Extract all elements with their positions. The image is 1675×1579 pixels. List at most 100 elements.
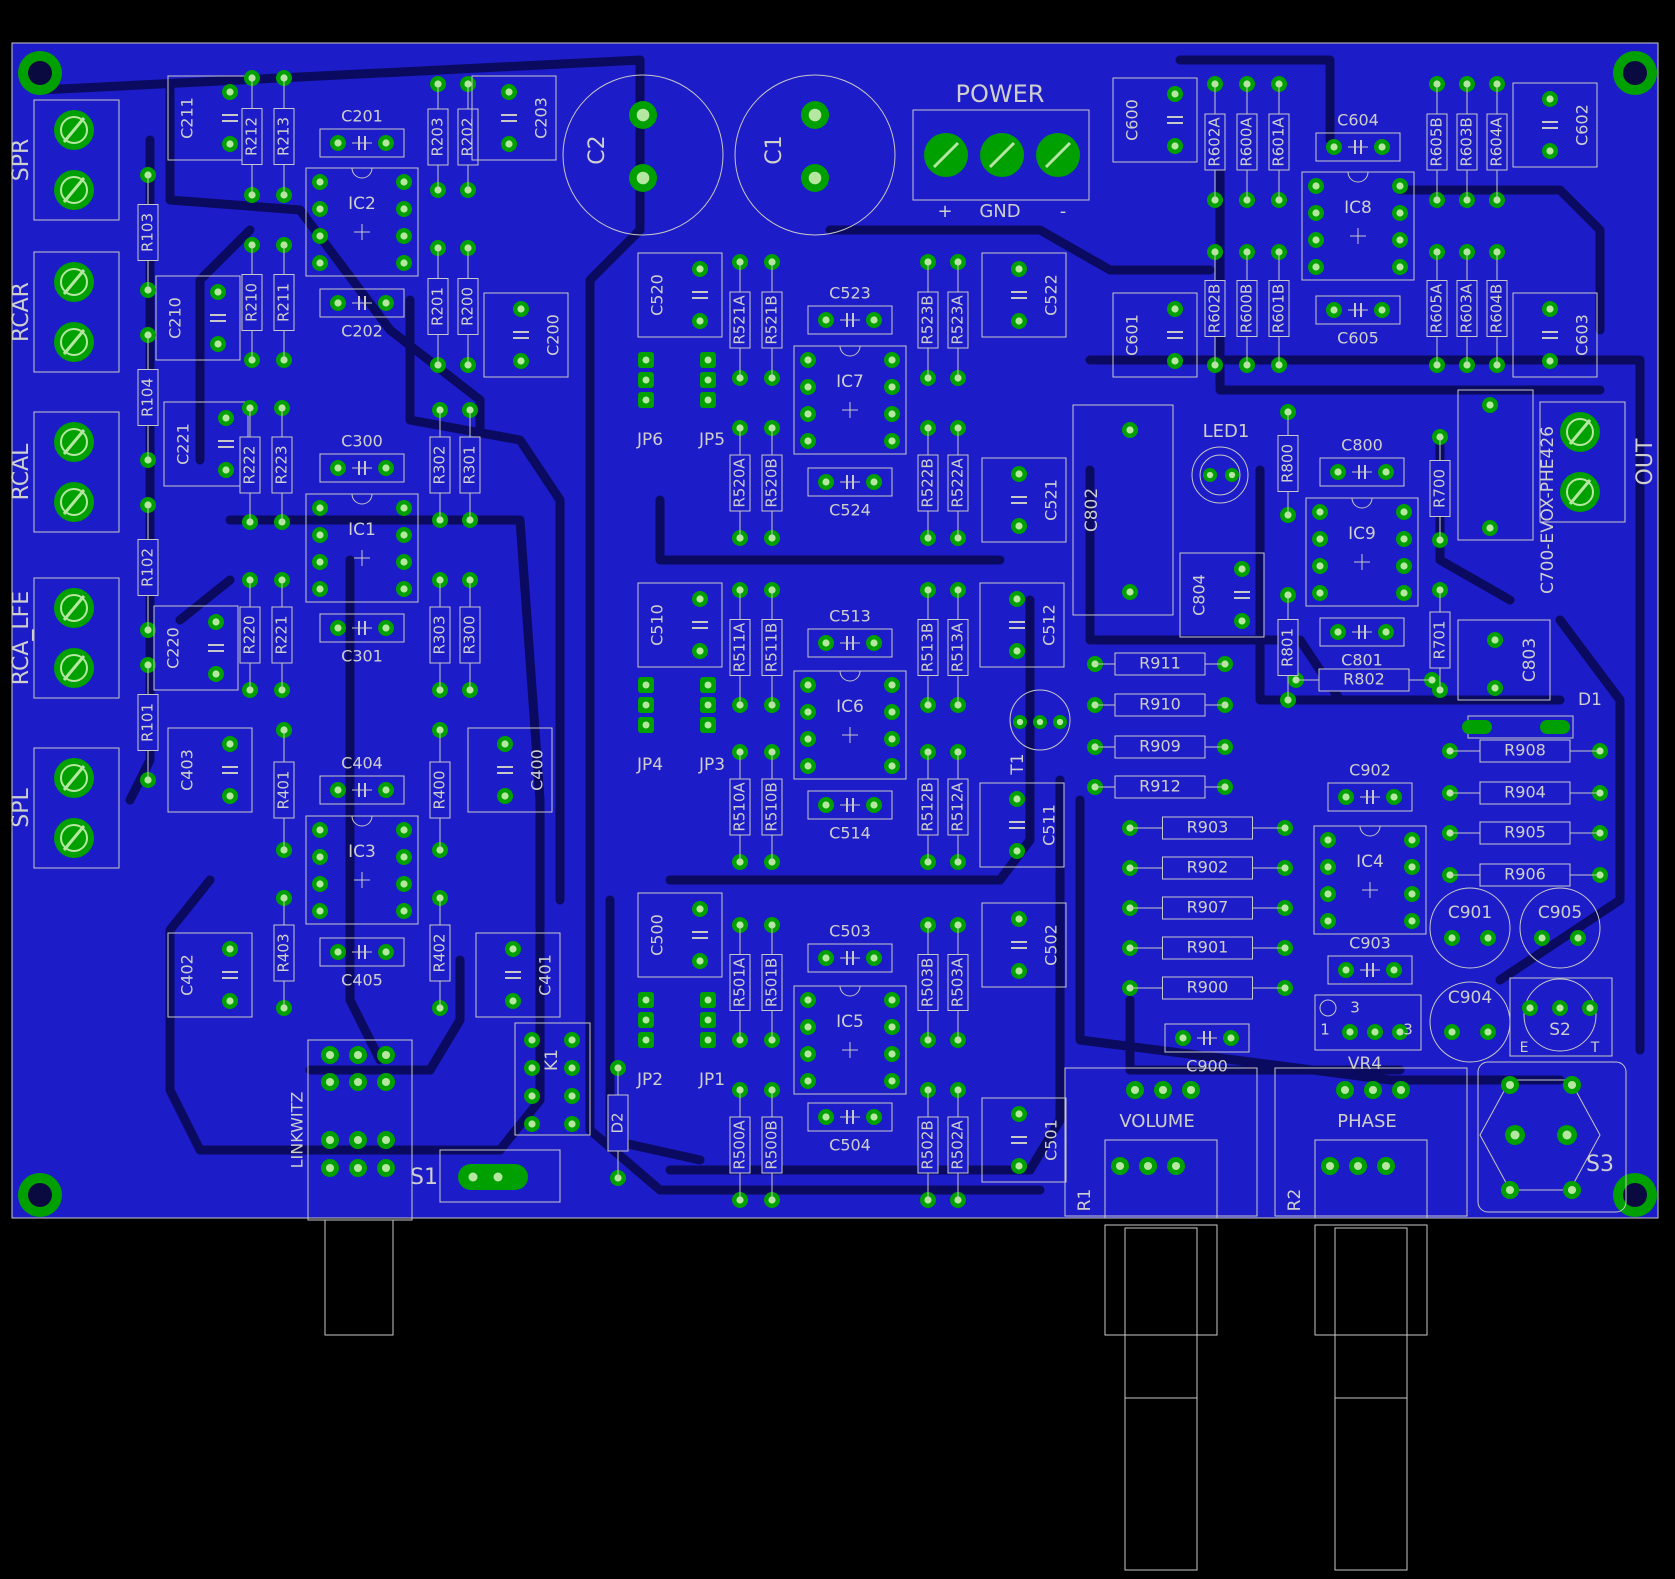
resistor-label: R903 [1187, 818, 1229, 837]
drill-hole [334, 624, 342, 632]
capacitor-outline [981, 252, 1067, 338]
drill-hole [353, 1050, 363, 1060]
drill-hole [804, 708, 812, 716]
resistor-label: R911 [1139, 654, 1181, 673]
drill-hole [1546, 357, 1554, 365]
capacitor-label: C503 [829, 922, 871, 941]
drill-hole [517, 305, 525, 313]
ic-label: IC8 [1344, 198, 1372, 218]
capacitor-label: C800 [1341, 436, 1383, 455]
resistor-label: R202 [459, 117, 477, 156]
drill-hole [822, 1113, 830, 1121]
resistor-body [241, 108, 263, 165]
resistor-label: R400 [431, 770, 449, 809]
drill-hole [1238, 617, 1246, 625]
capacitor-label: C501 [1042, 1119, 1061, 1161]
drill-hole [696, 317, 704, 325]
vr4-trim-icon [1319, 999, 1337, 1017]
resistor-label: R101 [139, 703, 157, 742]
resistor-label: R900 [1187, 978, 1229, 997]
resistor-label: R904 [1504, 783, 1546, 802]
drill-hole [1238, 565, 1246, 573]
resistor-body [1268, 280, 1290, 337]
drill-hole [1342, 793, 1350, 801]
capacitor-label: C905 [1538, 903, 1582, 923]
resistor-label: R221 [273, 615, 291, 654]
resistor-label: R906 [1504, 865, 1546, 884]
drill-hole [1448, 934, 1456, 942]
resistor-body [273, 274, 295, 331]
capacitor-label: C201 [341, 107, 383, 126]
drill-hole [1171, 305, 1179, 313]
s3-outline [1477, 1061, 1627, 1213]
ic-notch [839, 345, 861, 357]
terminal-screw-slot [62, 655, 86, 681]
resistor-body [729, 1116, 751, 1174]
resistor-label: R912 [1139, 777, 1181, 796]
drill-hole [400, 205, 408, 213]
drill-hole [1171, 1161, 1181, 1171]
drill-hole [1396, 182, 1404, 190]
t1-outline [1009, 689, 1071, 751]
pot-body [1314, 1139, 1428, 1219]
resistor-body [271, 436, 293, 494]
ic-label: IC4 [1356, 852, 1384, 872]
drill-hole [888, 356, 896, 364]
pot-shaft [1334, 1334, 1408, 1571]
drill-hole [696, 647, 704, 655]
resistor-label: R502A [949, 1120, 967, 1170]
relay-label: K1 [542, 1049, 562, 1071]
component-layer [18, 51, 1657, 1571]
c700-outline [1457, 389, 1534, 541]
drill-hole [1408, 863, 1416, 871]
resistor-label: R302 [431, 445, 449, 484]
drill-hole [804, 410, 812, 418]
ic-outline [793, 670, 907, 780]
ic-notch [351, 815, 373, 827]
capacitor-label: C514 [829, 824, 871, 843]
drill-hole [1015, 1162, 1023, 1170]
drill-hole [1013, 847, 1021, 855]
drill-hole [808, 171, 822, 185]
drill-hole [226, 140, 234, 148]
pot-shaft-base [1314, 1224, 1428, 1336]
resistor-label: R200 [459, 287, 477, 326]
drill-hole [400, 259, 408, 267]
capacitor-outline [1319, 617, 1405, 647]
resistor-body [1479, 821, 1571, 845]
drill-hole [1400, 562, 1408, 570]
resistor-body [729, 778, 751, 836]
resistor-body [1114, 693, 1206, 717]
ic-outline [305, 493, 419, 603]
capacitor-label: C500 [648, 914, 667, 956]
connector-label: RCA_LFE [9, 591, 34, 685]
capacitor-outline [807, 943, 893, 973]
drill-hole [804, 1023, 812, 1031]
drill-hole [1546, 305, 1554, 313]
drill-hole [1227, 1034, 1235, 1042]
resistor-body [1204, 280, 1226, 337]
led1-lens [1199, 454, 1241, 496]
capacitor-outline [319, 128, 405, 158]
terminal-screw-ring [1566, 478, 1594, 506]
drill-hole [870, 478, 878, 486]
capacitor-label: C400 [528, 749, 547, 791]
resistor-body [459, 606, 481, 664]
drill-hole [1574, 934, 1582, 942]
power-label: POWER [956, 80, 1045, 108]
drill-hole [1390, 793, 1398, 801]
drill-hole [1400, 508, 1408, 516]
drill-hole [316, 880, 324, 888]
resistor-label: R602B [1206, 284, 1224, 333]
terminal-screw-ring [60, 764, 88, 792]
resistor-label: R604A [1488, 117, 1506, 167]
capacitor-label: C1 [762, 135, 787, 164]
drill-hole [642, 721, 650, 729]
drill-hole [804, 437, 812, 445]
resistor-body [917, 454, 939, 512]
resistor-label: R909 [1139, 737, 1181, 756]
drill-hole [888, 996, 896, 1004]
drill-hole [316, 826, 324, 834]
jumper-label: JP5 [698, 430, 725, 450]
capacitor-label: C901 [1448, 903, 1492, 923]
